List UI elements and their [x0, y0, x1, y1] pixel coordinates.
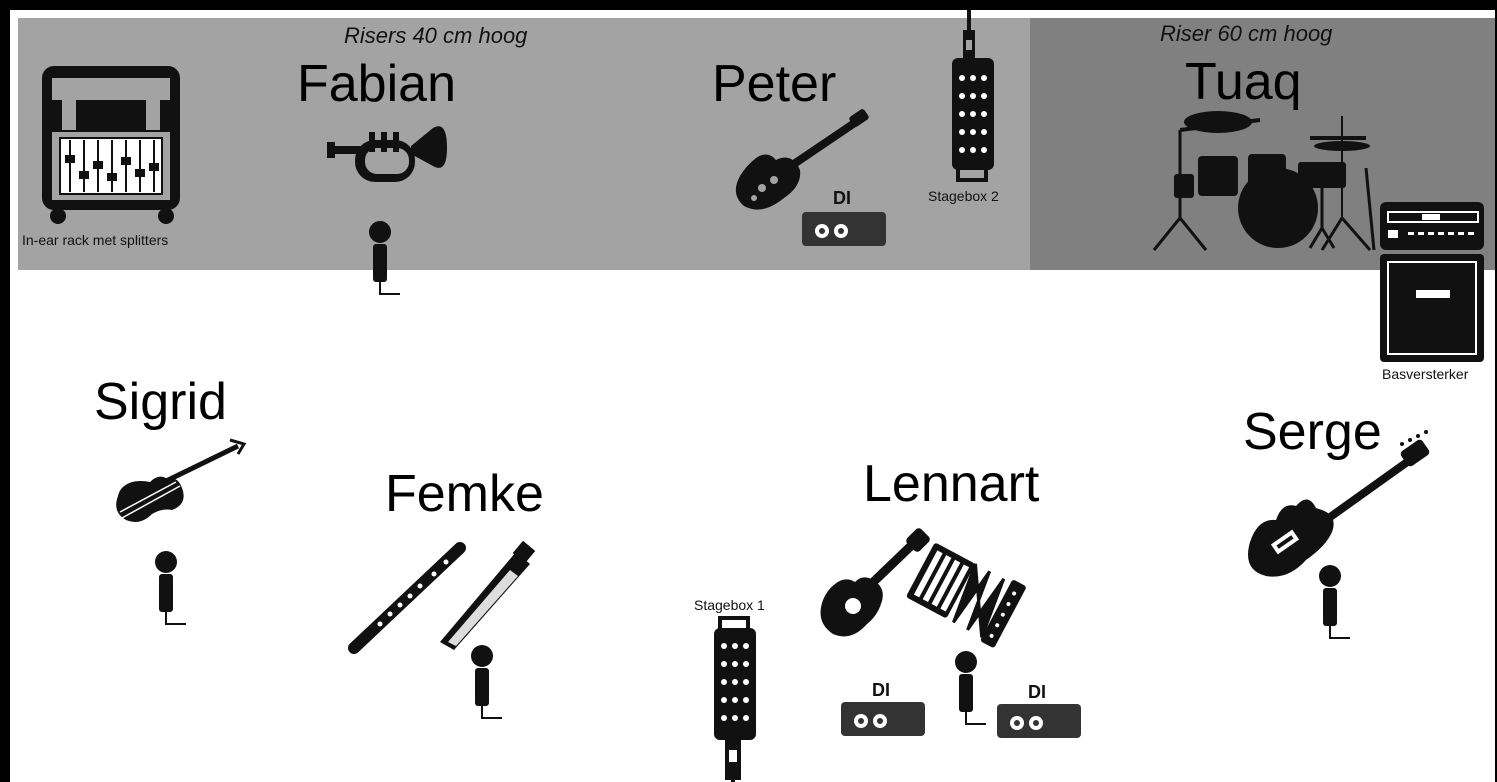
- di-label: DI: [872, 680, 890, 700]
- musician-name-peter: Peter: [712, 55, 837, 113]
- in-ear-rack-label: In-ear rack met splitters: [22, 232, 169, 248]
- stage-plot: Risers 40 cm hoog Riser 60 cm hoog Fabia…: [10, 10, 1495, 782]
- bass-amp-icon: [1380, 202, 1484, 362]
- drum-kit-icon: [1152, 111, 1376, 251]
- in-ear-rack-icon: [42, 66, 180, 224]
- stagebox-icon: [714, 616, 756, 782]
- di-box-icon: [802, 212, 886, 246]
- microphone-icon: [1319, 565, 1350, 639]
- microphone-icon: [369, 221, 400, 295]
- di-label: DI: [833, 188, 851, 208]
- violin-icon: [116, 438, 247, 522]
- electric-guitar-icon: [735, 109, 869, 210]
- microphone-icon: [955, 651, 986, 725]
- microphone-icon: [471, 645, 502, 719]
- musician-name-lennart: Lennart: [863, 455, 1040, 513]
- riser-60cm-label: Riser 60 cm hoog: [1160, 21, 1333, 46]
- musician-name-sigrid: Sigrid: [94, 373, 227, 431]
- flute-icon: [348, 542, 466, 654]
- bass-amp-label: Basversterker: [1382, 366, 1469, 382]
- musician-name-femke: Femke: [385, 465, 544, 523]
- microphone-icon: [155, 551, 186, 625]
- acoustic-guitar-icon: [820, 528, 930, 637]
- stagebox-icon: [952, 10, 994, 182]
- musician-name-serge: Serge: [1243, 403, 1382, 461]
- stagebox-1-label: Stagebox 1: [694, 597, 765, 613]
- musician-name-tuaq: Tuaq: [1185, 53, 1302, 111]
- bass-guitar-icon: [1248, 430, 1430, 577]
- di-label: DI: [1028, 682, 1046, 702]
- riser-40cm-label: Risers 40 cm hoog: [344, 23, 528, 48]
- stagebox-2-label: Stagebox 2: [928, 188, 999, 204]
- trumpet-icon: [327, 126, 447, 182]
- di-box-icon: [841, 702, 925, 736]
- recorder-icon: [440, 540, 536, 650]
- accordion-icon: [906, 543, 1026, 648]
- di-box-icon: [997, 704, 1081, 738]
- musician-name-fabian: Fabian: [297, 55, 456, 113]
